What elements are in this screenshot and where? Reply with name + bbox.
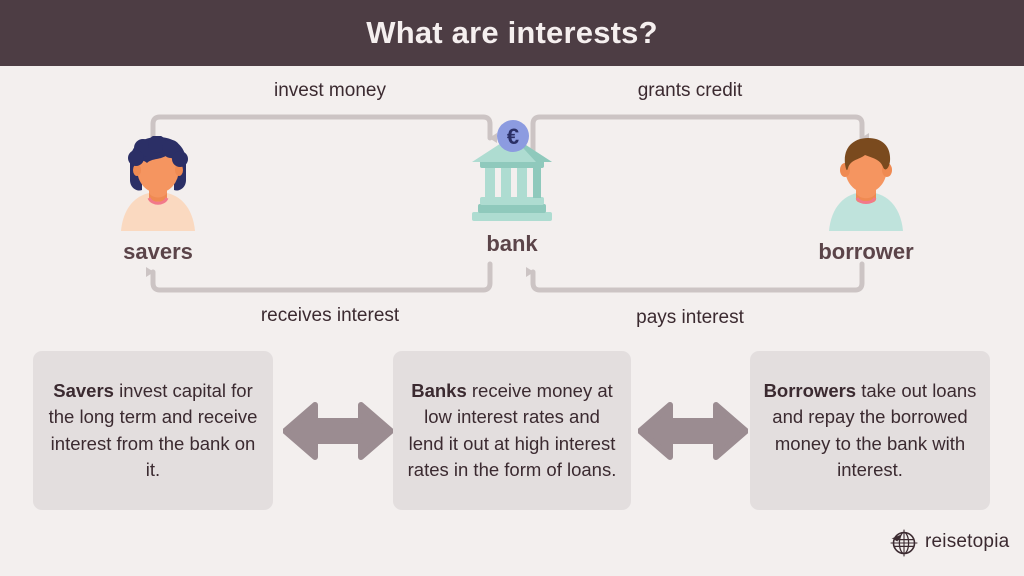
info-box-savers-text: Savers invest capital for the long term … — [45, 378, 261, 483]
woman-avatar-icon — [121, 136, 195, 231]
flow-connectors — [146, 114, 869, 293]
arrow-borrower-to-bank — [526, 261, 865, 293]
brand-name: reisetopia — [925, 531, 1010, 552]
borrower-illustration — [771, 136, 961, 231]
exchange-arrow-banks-borrowers — [637, 401, 749, 461]
globe-airplane-logo-icon — [890, 529, 918, 557]
arrow-bank-to-borrower — [530, 114, 869, 154]
double-headed-arrow-icon — [282, 402, 394, 460]
exchange-arrow-savers-banks — [282, 401, 394, 461]
flow-label-grants-credit: grants credit — [637, 80, 743, 101]
flow-label-receives-interest: receives interest — [260, 305, 400, 326]
infographic-canvas: invest money grants credit receives inte… — [0, 66, 1024, 576]
arrow-savers-to-bank — [150, 114, 497, 154]
flow-label-pays-interest: pays interest — [636, 307, 744, 328]
euro-symbol: € — [507, 124, 519, 149]
info-box-savers: Savers invest capital for the long term … — [33, 351, 273, 510]
actor-bank: € bank — [417, 120, 607, 257]
info-box-borrowers-body: take out loans and repay the borrowed mo… — [772, 379, 977, 480]
actor-label-bank: bank — [486, 231, 538, 256]
actor-borrower: borrower — [771, 136, 961, 265]
savers-illustration — [63, 136, 253, 231]
actor-label-borrower: borrower — [818, 239, 914, 264]
bank-illustration: € — [417, 120, 607, 223]
page-header: What are interests? — [0, 0, 1024, 66]
info-box-banks-text: Banks receive money at low interest rate… — [405, 378, 619, 483]
info-box-savers-lead: Savers — [53, 379, 114, 401]
page-title: What are interests? — [366, 15, 658, 50]
actor-savers: savers — [63, 136, 253, 265]
info-box-borrowers: Borrowers take out loans and repay the b… — [750, 351, 990, 510]
info-box-banks-lead: Banks — [411, 379, 467, 401]
info-box-banks-body: receive money at low interest rates and … — [407, 379, 617, 480]
info-box-banks: Banks receive money at low interest rate… — [393, 351, 631, 510]
flow-label-invest-money: invest money — [274, 80, 386, 101]
brand-logo[interactable]: reisetopia — [888, 527, 1009, 557]
arrow-bank-to-savers — [146, 261, 493, 293]
info-box-savers-body: invest capital for the long term and rec… — [48, 379, 258, 480]
actor-label-savers: savers — [123, 239, 193, 264]
double-headed-arrow-icon — [637, 402, 749, 460]
man-avatar-icon — [829, 138, 903, 231]
info-box-borrowers-lead: Borrowers — [763, 379, 857, 401]
info-box-borrowers-text: Borrowers take out loans and repay the b… — [762, 378, 978, 483]
bank-building-icon: € — [472, 120, 552, 221]
